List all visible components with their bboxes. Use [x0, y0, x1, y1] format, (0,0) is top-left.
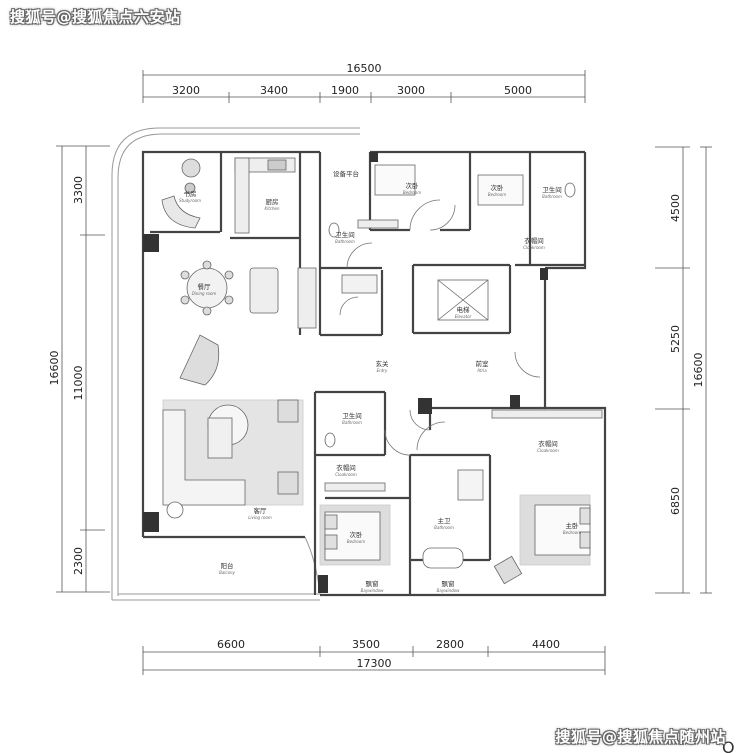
label-cloakroom-b-en: Cloakroom [537, 448, 559, 453]
dim-left-seg-3: 2300 [72, 547, 85, 575]
label-bedroom-a-en: Bedroom [403, 190, 421, 195]
room-labels: 书房 Studyroom 厨房 Kitchen 设备平台 次卧 Bedroom … [179, 169, 581, 593]
label-service-balcony: 设备平台 [333, 169, 359, 178]
dim-left-seg-2: 11000 [72, 366, 85, 401]
watermark-top: 搜狐号@搜狐焦点六安站 [10, 8, 181, 26]
wall-posts [143, 152, 548, 593]
label-master-bed-en: Bedroom [563, 530, 581, 535]
label-master-bath-en: Bathroom [434, 525, 454, 530]
label-study-en: Studyroom [179, 198, 201, 203]
label-baywindow-b: 飘窗 [442, 579, 455, 588]
label-bedroom-b-en: Bedroom [488, 192, 506, 197]
label-dining: 餐厅 [198, 282, 212, 291]
dim-bottom-seg-1: 6600 [217, 638, 245, 651]
label-bedroom-a: 次卧 [406, 181, 420, 190]
label-cloakroom-a-en: Cloakroom [523, 245, 545, 250]
dim-top-total: 16500 [347, 62, 382, 75]
label-atria: 前室 [476, 359, 490, 368]
dimension-lines [56, 70, 712, 675]
dim-top-seg-5: 5000 [504, 84, 532, 97]
dim-bottom-total: 17300 [357, 657, 392, 670]
label-cloakroom-c: 衣帽间 [336, 463, 356, 472]
dim-right-seg-2: 5250 [669, 325, 682, 353]
watermark-bottom: 搜狐号@搜狐焦点随州站 [555, 728, 726, 746]
dim-top-seg-1: 3200 [172, 84, 200, 97]
label-kitchen: 厨房 [266, 197, 279, 206]
label-bathroom-c-en: Bathroom [342, 420, 362, 425]
label-cloakroom-b: 衣帽间 [538, 439, 558, 448]
label-master-bed: 主卧 [566, 521, 580, 530]
label-master-bath: 主卫 [438, 516, 452, 525]
dim-right-total: 16600 [692, 353, 705, 388]
label-study: 书房 [184, 189, 197, 198]
dim-top-seg-2: 3400 [260, 84, 288, 97]
label-balcony: 阳台 [221, 561, 234, 570]
edge-marker: O [722, 738, 735, 753]
label-baywindow-b-en: Baywindow [437, 588, 460, 593]
dim-bottom-seg-4: 4400 [532, 638, 560, 651]
label-kitchen-en: Kitchen [264, 206, 279, 211]
dim-left-total: 16600 [48, 351, 61, 386]
label-bathroom-a: 卫生间 [542, 185, 562, 194]
dim-top-seg-4: 3000 [397, 84, 425, 97]
label-atria-en: Atria [476, 368, 487, 373]
label-balcony-en: Balcony [219, 570, 235, 575]
outer-glass-line [111, 127, 360, 601]
dim-bottom-seg-3: 2800 [436, 638, 464, 651]
label-bathroom-a-en: Bathroom [542, 194, 562, 199]
label-baywindow-a-en: Baywindow [361, 588, 384, 593]
label-baywindow-a: 飘窗 [366, 579, 379, 588]
label-cloakroom-c-en: Cloakroom [335, 472, 357, 477]
dim-right-seg-1: 4500 [669, 194, 682, 222]
dim-left-seg-1: 3300 [72, 176, 85, 204]
label-entry: 玄关 [376, 359, 390, 368]
label-entry-en: Entry [377, 368, 388, 373]
label-living-en: Living room [248, 515, 272, 520]
door-arcs [339, 199, 541, 456]
label-dining-en: Dining room [192, 291, 217, 296]
label-bedroom-c: 次卧 [350, 530, 364, 539]
label-bathroom-b-en: Bathroom [335, 239, 355, 244]
label-bedroom-c-en: Bedroom [347, 539, 365, 544]
label-elevator-en: Elevator [455, 314, 472, 319]
label-elevator: 电梯 [457, 305, 471, 314]
dim-bottom-seg-2: 3500 [352, 638, 380, 651]
dim-right-seg-3: 6850 [669, 487, 682, 515]
dim-top-seg-3: 1900 [331, 84, 359, 97]
label-living: 客厅 [254, 506, 268, 515]
label-cloakroom-a: 衣帽间 [524, 236, 544, 245]
label-bathroom-c: 卫生间 [342, 411, 362, 420]
label-bathroom-b: 卫生间 [335, 230, 355, 239]
walls [141, 150, 607, 597]
furniture [161, 157, 603, 585]
label-bedroom-b: 次卧 [491, 183, 505, 192]
